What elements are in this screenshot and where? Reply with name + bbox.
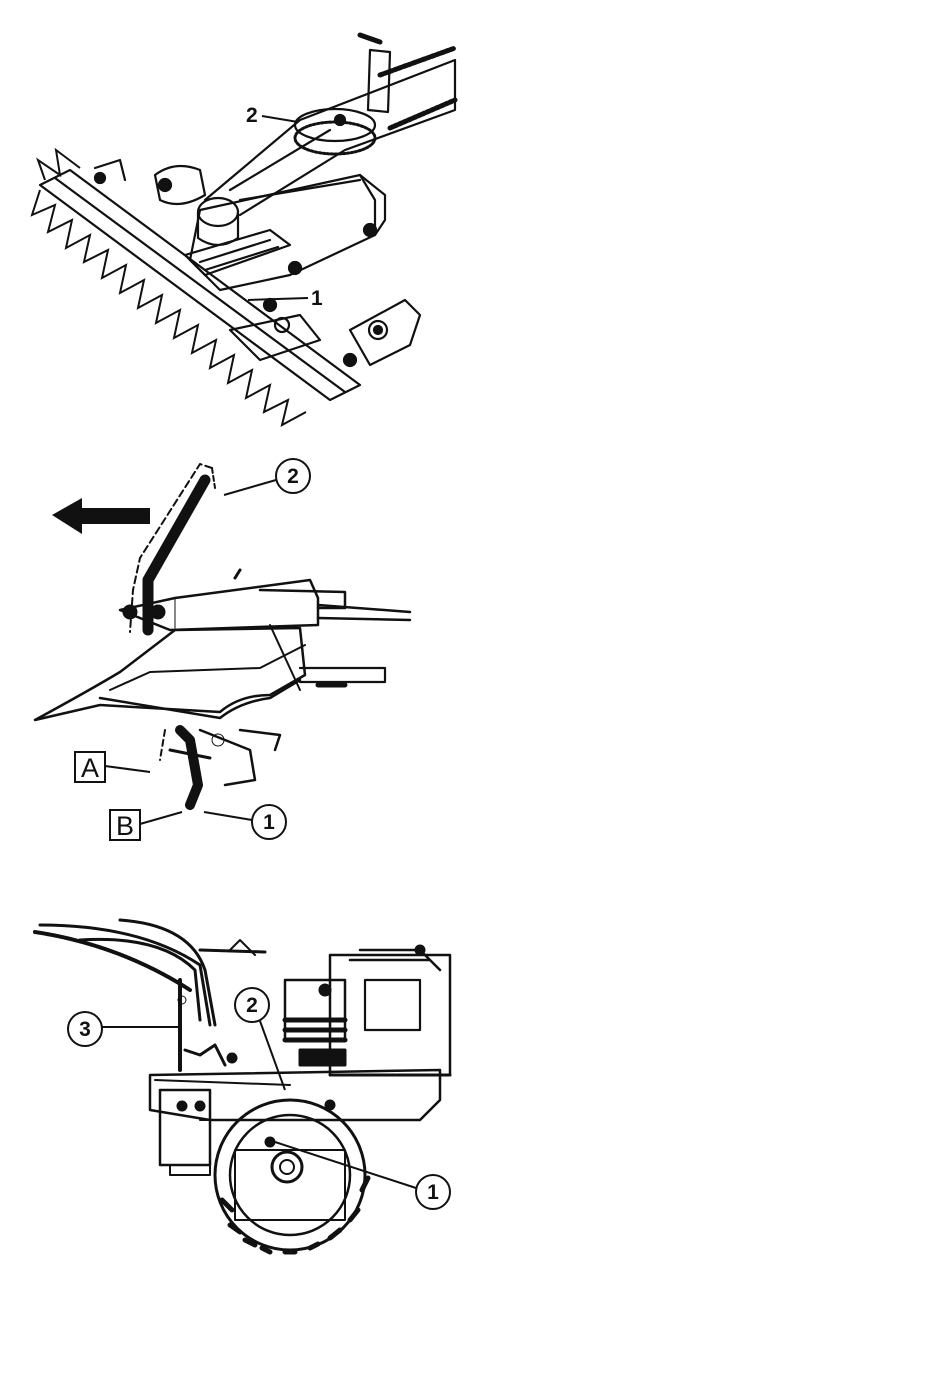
- callout-3-group: 3: [68, 1012, 180, 1046]
- housing-knob: [198, 198, 238, 226]
- engine: [330, 955, 450, 1075]
- engine-wheel-drawing: 3 2 1: [0, 880, 470, 1260]
- figure-engine-wheel-side: 3 2 1: [0, 880, 470, 1260]
- callout-2: 2: [246, 104, 258, 127]
- position-b-label: B: [110, 810, 182, 841]
- chassis: [150, 1070, 440, 1120]
- adjust-bolt: [264, 299, 276, 311]
- callout-1: 1: [311, 287, 323, 310]
- callout-1: 1: [427, 1181, 439, 1204]
- figure-mower-blade-assembly: 2 1: [0, 0, 470, 440]
- position-a-label: A: [75, 752, 150, 783]
- callout-2-group: 2: [235, 988, 285, 1090]
- direction-arrow: [52, 498, 150, 534]
- callout-2-group: 2: [224, 459, 310, 495]
- callout-2: 2: [287, 465, 299, 488]
- callout-2: 2: [246, 994, 258, 1017]
- callout-3: 3: [79, 1018, 91, 1041]
- wheel-hub: [272, 1152, 302, 1182]
- figure-handle-adjustment: 2 1 A B: [0, 440, 470, 880]
- top-bolt: [360, 35, 380, 42]
- right-guard-bracket: [350, 300, 420, 365]
- deflector-shield: [35, 628, 305, 720]
- drive-belt-upper: [380, 48, 455, 75]
- callout-1-group: 1: [204, 805, 286, 839]
- bracket-post: [368, 50, 390, 112]
- svg-text:A: A: [81, 753, 99, 783]
- lower-lever: [180, 730, 198, 805]
- handle-adjustment-drawing: 2 1 A B: [0, 440, 470, 880]
- leader-1: [248, 298, 308, 300]
- blade-assembly-drawing: 2 1: [0, 0, 470, 440]
- leader-2: [262, 116, 298, 122]
- svg-text:B: B: [116, 811, 134, 841]
- callout-1: 1: [263, 811, 275, 834]
- drive-arm: [205, 60, 455, 215]
